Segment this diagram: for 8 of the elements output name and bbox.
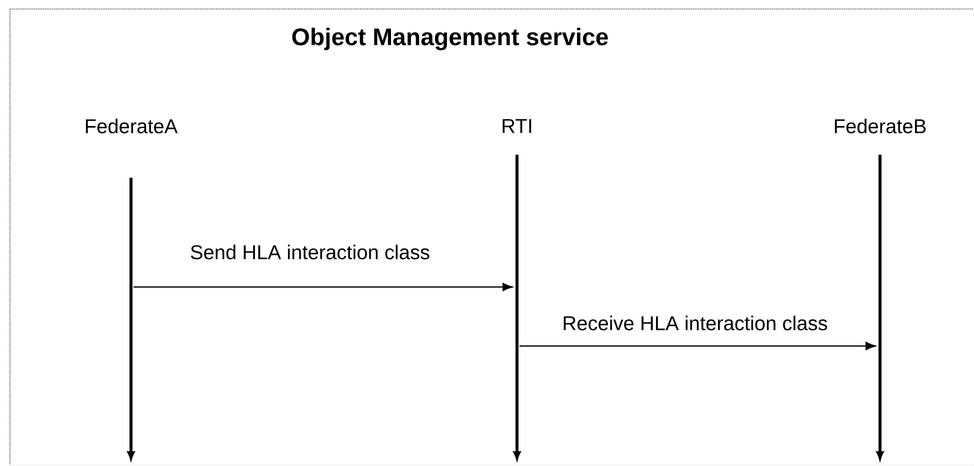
edge-label: Receive HLA interaction class xyxy=(561,314,829,332)
participant-label: RTI xyxy=(502,119,532,133)
title: Object Management service xyxy=(292,28,608,50)
participant-label: FederateB xyxy=(834,118,926,134)
message-arrow xyxy=(133,282,513,292)
participant-label: FederateA xyxy=(86,118,178,134)
edge-label: Send HLA interaction class xyxy=(188,244,432,260)
message-arrow xyxy=(519,342,876,350)
